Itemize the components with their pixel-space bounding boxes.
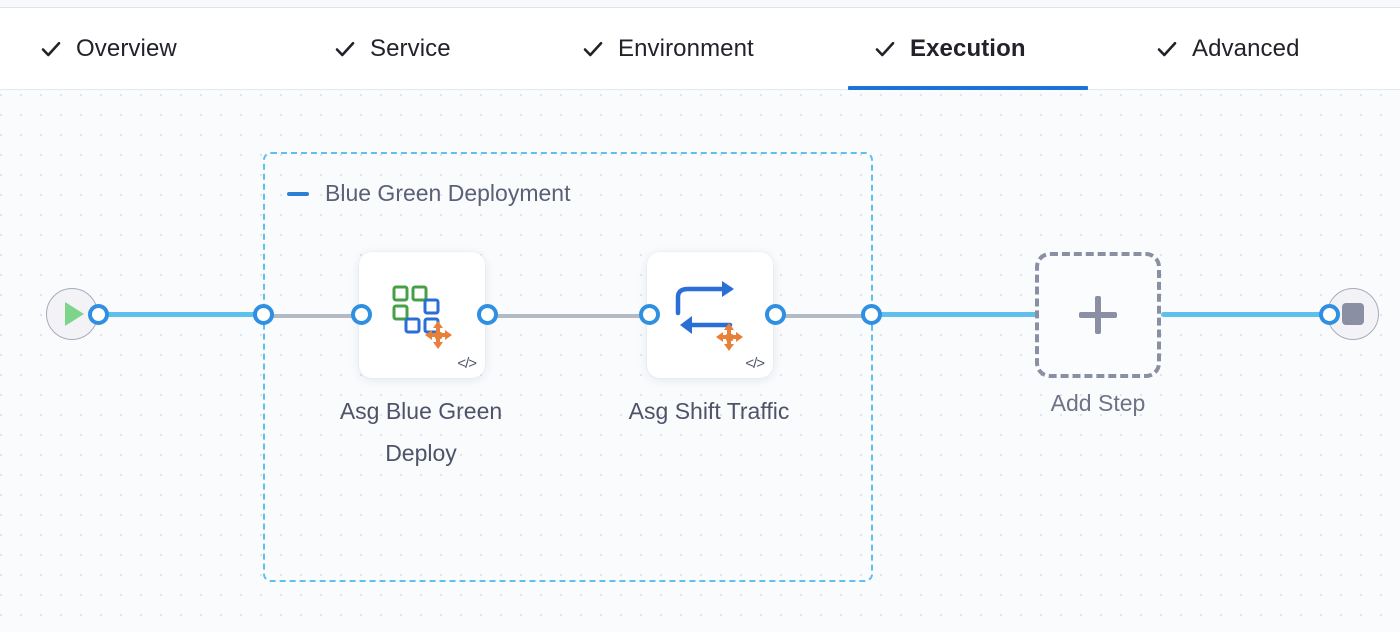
edge-step2-to-groupout (780, 314, 866, 318)
stage-group-title: Blue Green Deployment (325, 180, 571, 206)
pipeline-tabbar: Overview Service Environment Execution Advan… (0, 9, 1400, 90)
stop-icon (1342, 303, 1364, 325)
tab-execution[interactable]: Execution (870, 9, 1030, 89)
stage-group-blue-green-deployment[interactable]: Blue Green Deployment (263, 152, 873, 582)
edge-layer (0, 90, 1400, 632)
step-label-asg-shift-traffic: Asg Shift Traffic (628, 398, 790, 424)
asg-shift-traffic-icon (647, 252, 773, 378)
edge-group-to-addstep (871, 312, 1039, 317)
add-step-button[interactable] (1035, 252, 1161, 378)
tab-service[interactable]: Service (330, 9, 455, 89)
tab-list: Overview Service Environment Execution Advan… (0, 9, 1400, 90)
edge-start-to-group (98, 312, 258, 317)
tab-label: Execution (910, 35, 1026, 62)
edge-step1-to-step2 (492, 314, 644, 318)
port-start-out[interactable] (88, 304, 109, 325)
port-group-out[interactable] (861, 304, 882, 325)
port-group-in[interactable] (253, 304, 274, 325)
tab-label: Service (370, 35, 451, 62)
tab-active-underline (848, 86, 1088, 90)
tab-advanced[interactable]: Advanced (1152, 9, 1304, 89)
play-icon (65, 302, 84, 326)
minus-icon[interactable] (287, 191, 309, 196)
step-label-asg-blue-green-deploy: Asg Blue Green Deploy (339, 398, 503, 466)
code-badge-icon: </> (745, 355, 765, 372)
check-icon (874, 38, 896, 60)
edge-addstep-to-end (1161, 312, 1324, 317)
add-step-label: Add Step (1050, 390, 1146, 416)
port-step2-out[interactable] (765, 304, 786, 325)
plus-icon-vertical (1095, 296, 1101, 334)
port-end-in[interactable] (1319, 304, 1340, 325)
check-icon (334, 38, 356, 60)
tab-label: Overview (76, 35, 177, 62)
edge-group-to-step1 (268, 314, 356, 318)
asg-blue-green-deploy-icon (359, 252, 485, 378)
stage-group-header[interactable]: Blue Green Deployment (287, 180, 570, 207)
step-node-asg-shift-traffic[interactable]: </> (647, 252, 773, 378)
pipeline-canvas[interactable]: Blue Green Deployment (0, 90, 1400, 632)
top-strip (0, 0, 1400, 8)
check-icon (1156, 38, 1178, 60)
port-step1-out[interactable] (477, 304, 498, 325)
port-step2-in[interactable] (639, 304, 660, 325)
tab-overview[interactable]: Overview (36, 9, 181, 89)
code-badge-icon: </> (457, 355, 477, 372)
tab-environment[interactable]: Environment (578, 9, 758, 89)
tab-label: Advanced (1192, 35, 1300, 62)
step-node-asg-blue-green-deploy[interactable]: </> (359, 252, 485, 378)
check-icon (582, 38, 604, 60)
port-step1-in[interactable] (351, 304, 372, 325)
tab-label: Environment (618, 35, 754, 62)
check-icon (40, 38, 62, 60)
